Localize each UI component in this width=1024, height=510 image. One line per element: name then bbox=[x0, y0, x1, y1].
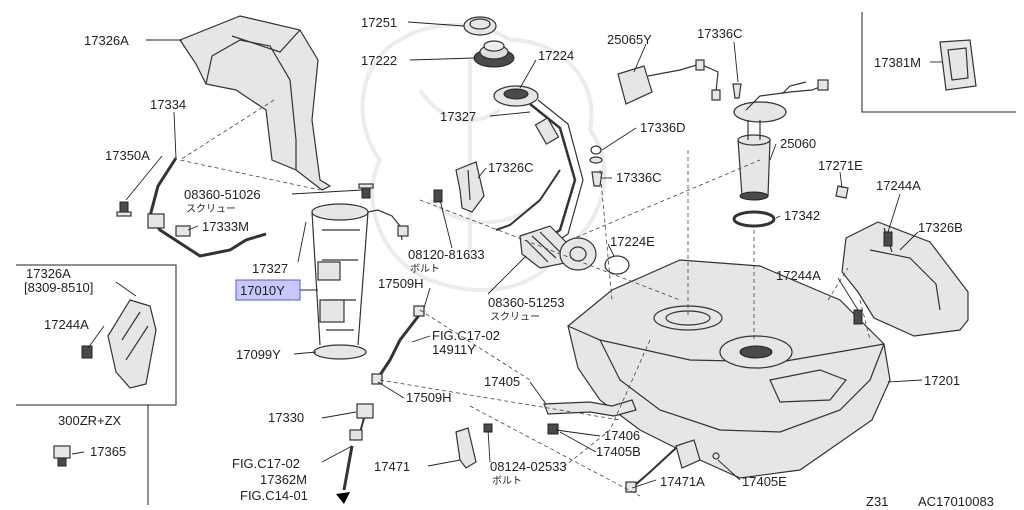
label-figc17-02-bot[interactable]: FIG.C17-02 bbox=[232, 456, 300, 471]
assembly-dash-lines bbox=[178, 99, 871, 497]
label-bolt-jp-2: ボルト bbox=[492, 475, 522, 487]
label-bolt-jp-1: ボルト bbox=[410, 263, 440, 275]
bracket-17405 bbox=[543, 399, 637, 435]
label-14911y[interactable]: 14911Y bbox=[432, 342, 476, 357]
clip-17336c bbox=[591, 83, 742, 187]
clip-17365 bbox=[53, 445, 71, 467]
label-17326b[interactable]: 17326B bbox=[918, 220, 963, 235]
pump-module-17010y bbox=[311, 203, 409, 346]
label-17336c-top[interactable]: 17336C bbox=[697, 26, 743, 41]
label-25065y[interactable]: 25065Y bbox=[607, 32, 652, 47]
arrow-down-icon bbox=[336, 492, 350, 504]
label-17333m[interactable]: 17333M bbox=[202, 219, 249, 234]
label-8309-8510: [8309-8510] bbox=[24, 280, 93, 295]
strainer-17099y bbox=[313, 344, 367, 360]
label-17244a-left[interactable]: 17244A bbox=[44, 317, 89, 332]
label-17222[interactable]: 17222 bbox=[361, 53, 397, 68]
label-figc14-01[interactable]: FIG.C14-01 bbox=[240, 488, 308, 503]
label-17336d[interactable]: 17336D bbox=[640, 120, 686, 135]
label-17327-mid[interactable]: 17327 bbox=[252, 261, 288, 276]
connector-17330 bbox=[342, 403, 374, 491]
label-17326c[interactable]: 17326C bbox=[488, 160, 534, 175]
part-17381m bbox=[939, 39, 977, 91]
label-17326a-top[interactable]: 17326A bbox=[84, 33, 129, 48]
label-17224[interactable]: 17224 bbox=[538, 48, 574, 63]
fuel-tank-17201 bbox=[567, 259, 891, 479]
label-17342[interactable]: 17342 bbox=[784, 208, 820, 223]
label-17010y[interactable]: 17010Y bbox=[240, 283, 285, 298]
label-17330[interactable]: 17330 bbox=[268, 410, 304, 425]
label-z31: Z31 bbox=[866, 494, 888, 509]
inset-300zr-box bbox=[16, 264, 177, 406]
label-08124-02533[interactable]: 08124-02533 bbox=[490, 459, 567, 474]
hose-17509h bbox=[371, 305, 425, 385]
label-25060[interactable]: 25060 bbox=[780, 136, 816, 151]
label-screw-jp-2: スクリュー bbox=[490, 311, 540, 323]
label-17405b[interactable]: 17405B bbox=[596, 444, 641, 459]
heat-shield-17326a bbox=[179, 15, 332, 191]
part-17406 bbox=[625, 439, 720, 493]
label-17471a[interactable]: 17471A bbox=[660, 474, 705, 489]
inset-17381m-box bbox=[861, 12, 1016, 113]
bolt-17350a bbox=[116, 201, 132, 217]
vent-hose-17333m bbox=[147, 157, 267, 258]
highlight-17010y bbox=[235, 279, 301, 301]
part-labels: 17326A 17251 17222 17224 25065Y 17336C 1… bbox=[24, 15, 994, 509]
label-17362m[interactable]: 17362M bbox=[260, 472, 307, 487]
label-17365[interactable]: 17365 bbox=[90, 444, 126, 459]
label-08120-81633[interactable]: 08120-81633 bbox=[408, 247, 485, 262]
label-17471[interactable]: 17471 bbox=[374, 459, 410, 474]
label-figc17-02-mid[interactable]: FIG.C17-02 bbox=[432, 328, 500, 343]
label-17336c-mid[interactable]: 17336C bbox=[616, 170, 662, 185]
bracket-17326c bbox=[455, 161, 485, 213]
label-17405[interactable]: 17405 bbox=[484, 374, 520, 389]
bracket-17471 bbox=[455, 423, 493, 469]
leader-lines bbox=[71, 21, 942, 489]
inset-bracket-17326a bbox=[107, 299, 157, 389]
label-17271e[interactable]: 17271E bbox=[818, 158, 863, 173]
label-17251[interactable]: 17251 bbox=[361, 15, 397, 30]
label-screw-jp-1: スクリュー bbox=[186, 203, 236, 215]
label-17381m[interactable]: 17381M bbox=[874, 55, 921, 70]
label-17334[interactable]: 17334 bbox=[150, 97, 186, 112]
label-17350a[interactable]: 17350A bbox=[105, 148, 150, 163]
filler-cap-17251 bbox=[463, 16, 497, 36]
label-17509h-bot[interactable]: 17509H bbox=[406, 390, 452, 405]
label-17405e[interactable]: 17405E bbox=[742, 474, 787, 489]
label-17224e[interactable]: 17224E bbox=[610, 234, 655, 249]
label-17201[interactable]: 17201 bbox=[924, 373, 960, 388]
label-300zr-zx: 300ZR+ZX bbox=[58, 413, 122, 428]
label-17509h-top[interactable]: 17509H bbox=[378, 276, 424, 291]
label-17326a-inset[interactable]: 17326A bbox=[26, 266, 71, 281]
fuel-pump-25060 bbox=[733, 79, 829, 201]
cover-17224e bbox=[604, 255, 630, 275]
label-17406[interactable]: 17406 bbox=[604, 428, 640, 443]
clip-17271e bbox=[835, 185, 849, 199]
seal-ring-17342 bbox=[732, 210, 776, 228]
sender-unit-25065y bbox=[617, 59, 721, 105]
grommet-17336d bbox=[589, 145, 603, 164]
label-17244a-right[interactable]: 17244A bbox=[876, 178, 921, 193]
gasket-17222 bbox=[473, 40, 515, 68]
label-08360-51253[interactable]: 08360-51253 bbox=[488, 295, 565, 310]
screw-08360-51026 bbox=[358, 183, 374, 199]
bolt-08120-81633 bbox=[433, 189, 443, 203]
label-17244a-mid[interactable]: 17244A bbox=[776, 268, 821, 283]
label-08360-51026[interactable]: 08360-51026 bbox=[184, 187, 261, 202]
label-17099y[interactable]: 17099Y bbox=[236, 347, 281, 362]
filler-neck-17224 bbox=[493, 85, 539, 107]
label-ac-code: AC17010083 bbox=[918, 494, 994, 509]
label-17327-top[interactable]: 17327 bbox=[440, 109, 476, 124]
filler-hose-corrugated bbox=[519, 225, 597, 271]
